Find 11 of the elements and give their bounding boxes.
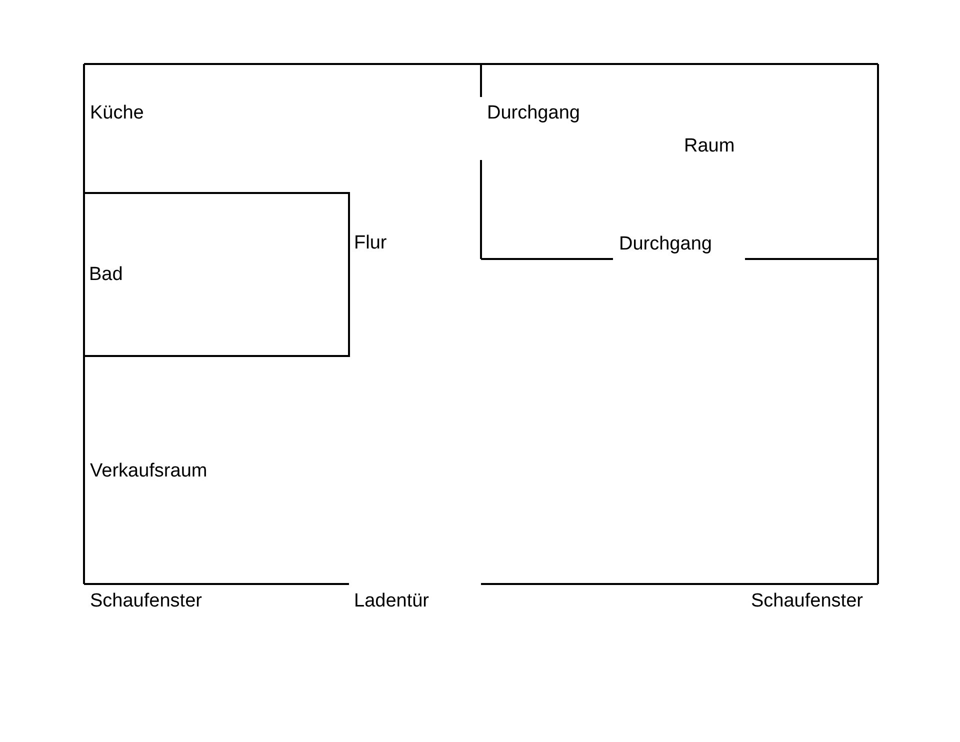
room-label: Raum: [684, 136, 735, 156]
room-box: [83, 192, 350, 357]
room-label: Bad: [89, 265, 124, 284]
room-label: Schaufenster: [90, 592, 202, 610]
room-label: Küche: [90, 104, 144, 122]
room-label: Ladentür: [354, 592, 430, 610]
room-label: Durchgang: [487, 104, 580, 122]
room-label: Flur: [354, 234, 387, 252]
room-label: Schaufenster: [751, 592, 863, 610]
room-label: Verkaufsraum: [90, 462, 208, 480]
room-label: Durchgang: [619, 234, 712, 254]
